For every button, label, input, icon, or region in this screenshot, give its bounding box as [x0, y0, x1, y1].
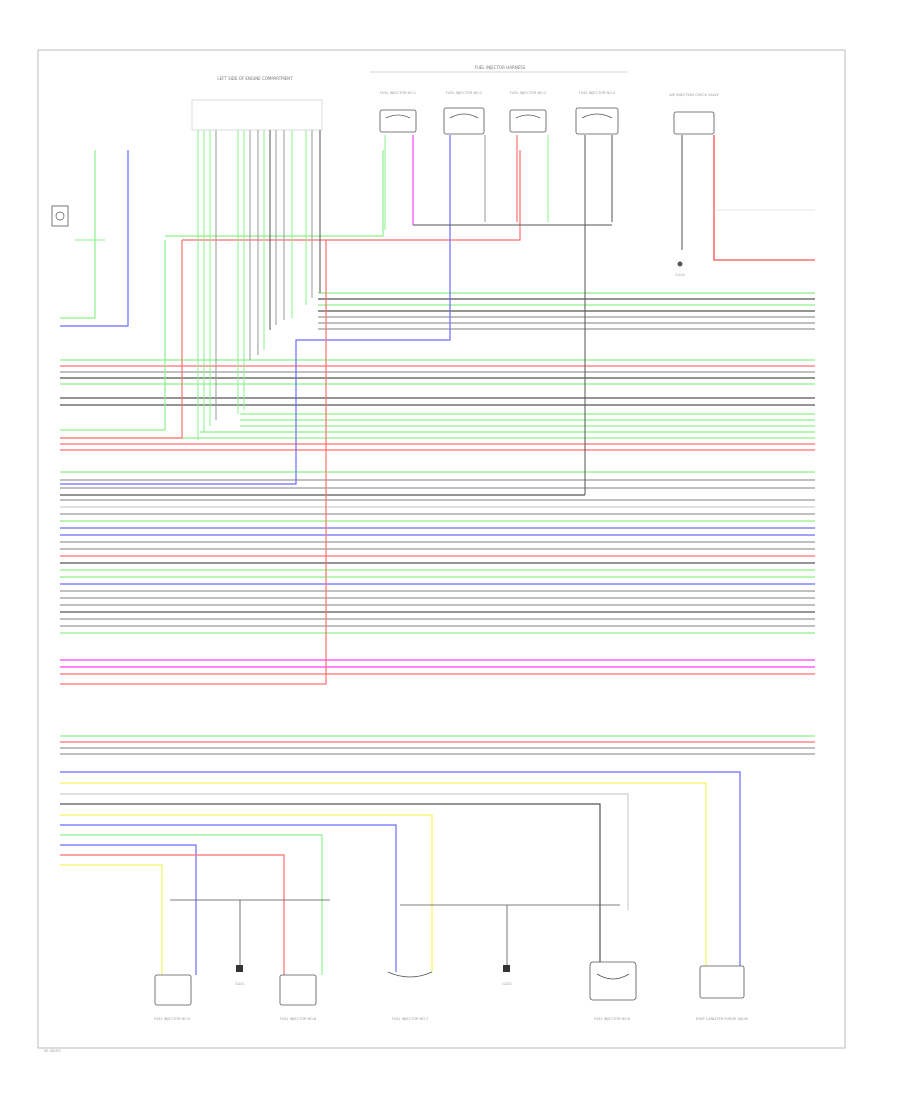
wire-85: [60, 240, 327, 685]
header-label: FUEL INJECTOR HARNESS: [475, 65, 526, 70]
wire-83: [60, 230, 451, 485]
wire-90: [60, 782, 707, 966]
wire-91: [60, 793, 629, 910]
wire-96: [60, 844, 197, 975]
svg-text:G201: G201: [235, 982, 244, 986]
svg-text:AIR INJECTION CHECK VALVE: AIR INJECTION CHECK VALVE: [669, 93, 719, 97]
air-injection-valve: AIR INJECTION CHECK VALVE: [669, 93, 719, 135]
wire-94: [60, 824, 397, 972]
left-group-label: LEFT SIDE OF ENGINE COMPARTMENT: [217, 76, 293, 81]
wire-92: [60, 803, 601, 962]
svg-text:FUEL INJECTOR NO.1: FUEL INJECTOR NO.1: [380, 91, 416, 95]
ground-g202: G202: [502, 965, 512, 986]
left-sensor: [51, 205, 69, 227]
fuel-injector-4: FUEL INJECTOR NO.4: [575, 91, 619, 135]
wire-87: [713, 135, 815, 261]
fuel-injector-8: FUEL INJECTOR NO.8: [589, 961, 637, 1021]
wire-89: [60, 771, 741, 966]
wire-93: [60, 814, 433, 972]
footer-code: SE 4D/5G: [44, 1049, 61, 1053]
svg-text:G202: G202: [502, 982, 511, 986]
ground-g104: G104: [675, 261, 685, 277]
fuel-injector-3: FUEL INJECTOR NO.3: [509, 91, 547, 133]
svg-text:FUEL INJECTOR NO.3: FUEL INJECTOR NO.3: [510, 91, 546, 95]
left-connector-block: [191, 99, 323, 131]
wire-group: [60, 130, 815, 975]
evap-purge-valve: EVAP CANISTER PURGE VALVE: [696, 965, 748, 1021]
wire-54: [60, 240, 183, 439]
fuel-injector-1: FUEL INJECTOR NO.1: [379, 91, 417, 133]
svg-text:EVAP CANISTER PURGE VALVE: EVAP CANISTER PURGE VALVE: [696, 1017, 748, 1021]
fuel-injector-5: FUEL INJECTOR NO.5: [154, 974, 192, 1021]
wire-98: [60, 864, 163, 975]
fuel-injector-2: FUEL INJECTOR NO.2: [443, 91, 485, 135]
svg-text:FUEL INJECTOR NO.6: FUEL INJECTOR NO.6: [280, 1017, 316, 1021]
fuel-injector-7: FUEL INJECTOR NO.7: [387, 971, 433, 1021]
wire-52: [60, 150, 129, 327]
wire-97: [60, 854, 285, 975]
svg-text:FUEL INJECTOR NO.7: FUEL INJECTOR NO.7: [392, 1017, 428, 1021]
ground-g201: G201: [235, 965, 245, 986]
wire-95: [60, 834, 323, 975]
fuel-injector-6: FUEL INJECTOR NO.6: [279, 974, 317, 1021]
wire-51: [60, 150, 96, 319]
svg-text:FUEL INJECTOR NO.5: FUEL INJECTOR NO.5: [154, 1017, 190, 1021]
diagram-border: [37, 49, 846, 1049]
wire-53: [60, 240, 166, 431]
wire-56: [182, 150, 521, 241]
svg-text:G104: G104: [675, 273, 685, 277]
svg-text:FUEL INJECTOR NO.4: FUEL INJECTOR NO.4: [579, 91, 616, 95]
svg-text:FUEL INJECTOR NO.2: FUEL INJECTOR NO.2: [446, 91, 482, 95]
svg-text:FUEL INJECTOR NO.8: FUEL INJECTOR NO.8: [594, 1017, 630, 1021]
